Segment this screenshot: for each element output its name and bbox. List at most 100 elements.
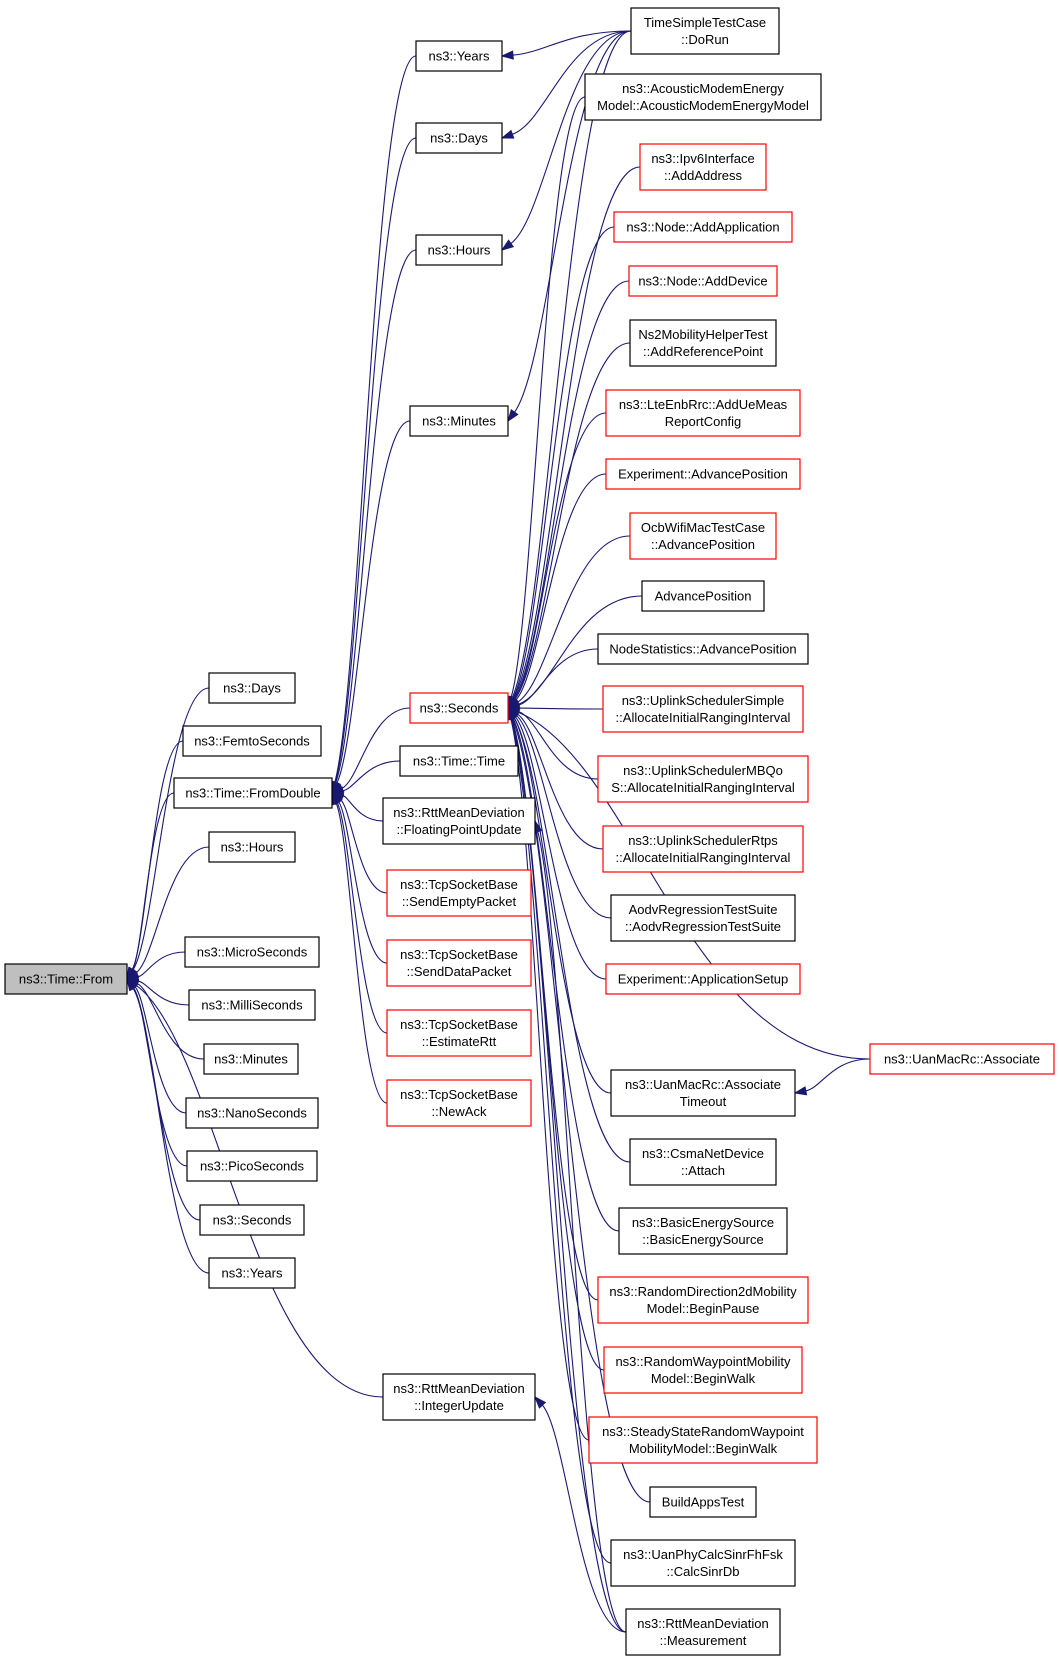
node-hours-l[interactable]: ns3::Hours [208,831,296,863]
node-from[interactable]: ns3::Time::From [4,963,128,995]
node-label: ::CalcSinrDb [667,1564,740,1579]
node-box [208,1257,296,1289]
node-pico[interactable]: ns3::PicoSeconds [186,1150,318,1182]
node-nano[interactable]: ns3::NanoSeconds [185,1097,319,1129]
node-aodv[interactable]: AodvRegressionTestSuite::AodvRegressionT… [610,894,796,942]
node-label: ns3::Minutes [214,1052,288,1067]
call-edge [512,30,632,56]
node-label: ns3::PicoSeconds [200,1159,305,1174]
node-ocb[interactable]: OcbWifiMacTestCase::AdvancePosition [629,512,777,560]
node-label: ns3::Days [223,681,281,696]
node-rtt-meas[interactable]: ns3::RttMeanDeviation::Measurement [625,1608,781,1656]
node-box [629,1138,777,1186]
node-box [629,319,777,367]
node-seconds-m[interactable]: ns3::Seconds [409,692,509,724]
node-ul-simple[interactable]: ns3::UplinkSchedulerSimple::AllocateInit… [602,685,804,733]
node-label: ns3::CsmaNetDevice [642,1146,764,1161]
node-seconds-l[interactable]: ns3::Seconds [199,1204,305,1236]
node-box [186,1150,318,1182]
node-years-l[interactable]: ns3::Years [208,1257,296,1289]
node-minutes-l[interactable]: ns3::Minutes [203,1043,299,1075]
node-box [208,831,296,863]
node-uan-assoc[interactable]: ns3::UanMacRc::Associate [869,1043,1055,1075]
node-box [4,963,128,995]
node-label: AodvRegressionTestSuite [629,902,778,917]
node-addapp[interactable]: ns3::Node::AddApplication [613,211,793,243]
node-ul-mbqos[interactable]: ns3::UplinkSchedulerMBQoS::AllocateIniti… [597,755,809,803]
call-edge [134,986,187,1114]
call-edge [541,1404,627,1633]
node-csma[interactable]: ns3::CsmaNetDevice::Attach [629,1138,777,1186]
node-ipv6[interactable]: ns3::Ipv6Interface::AddAddress [639,143,767,191]
node-adddev[interactable]: ns3::Node::AddDevice [628,265,778,297]
node-box [610,1539,796,1587]
call-edge [511,30,632,699]
node-rtt-fpu[interactable]: ns3::RttMeanDeviation::FloatingPointUpda… [382,797,536,845]
node-hours-m[interactable]: ns3::Hours [415,234,503,266]
node-box [597,633,809,665]
node-box [605,458,801,490]
node-tcp-ert[interactable]: ns3::TcpSocketBase::EstimateRtt [386,1009,532,1057]
node-label: Model::BeginPause [647,1301,760,1316]
node-label: MobilityModel::BeginWalk [629,1441,778,1456]
call-edge [135,846,210,974]
call-edge [137,980,190,1006]
node-label: Model::AcousticModemEnergyModel [597,98,809,113]
node-box [630,7,780,55]
node-box [382,797,536,845]
node-milli[interactable]: ns3::MilliSeconds [188,989,316,1021]
node-box [185,1097,319,1129]
node-tcp-sep[interactable]: ns3::TcpSocketBase::SendEmptyPacket [386,869,532,917]
node-exp-app[interactable]: Experiment::ApplicationSetup [605,963,801,995]
node-micro[interactable]: ns3::MicroSeconds [184,936,320,968]
node-rand2d[interactable]: ns3::RandomDirection2dMobilityModel::Beg… [597,1276,809,1324]
node-uanphy[interactable]: ns3::UanPhyCalcSinrFhFsk::CalcSinrDb [610,1539,796,1587]
node-advpos[interactable]: AdvancePosition [641,580,765,612]
node-label: ns3::Hours [428,243,491,258]
node-years-m[interactable]: ns3::Years [415,40,503,72]
call-edge [336,420,411,784]
node-label: ns3::NanoSeconds [197,1106,307,1121]
node-ns2mob[interactable]: Ns2MobilityHelperTest::AddReferencePoint [629,319,777,367]
node-label: ns3::Hours [221,840,284,855]
node-label: ns3::MilliSeconds [201,998,303,1013]
node-acoustic[interactable]: ns3::AcousticModemEnergyModel::AcousticM… [584,73,822,121]
node-days-l[interactable]: ns3::Days [208,672,296,704]
node-exp-adv[interactable]: Experiment::AdvancePosition [605,458,801,490]
call-edge [515,473,607,701]
node-fromdouble[interactable]: ns3::Time::FromDouble [173,777,333,809]
node-randwp[interactable]: ns3::RandomWaypointMobilityModel::BeginW… [603,1346,803,1394]
node-label: ns3::BasicEnergySource [632,1215,774,1230]
node-box [610,894,796,942]
node-label: ::DoRun [681,32,729,47]
node-label: Timeout [680,1094,727,1109]
node-ul-rtps[interactable]: ns3::UplinkSchedulerRtps::AllocateInitia… [602,825,804,873]
node-minutes-m[interactable]: ns3::Minutes [409,405,509,437]
call-edge [510,30,632,244]
node-tcp-newack[interactable]: ns3::TcpSocketBase::NewAck [386,1079,532,1127]
call-edge [511,718,605,1371]
node-box [602,825,804,873]
node-tcp-sdp[interactable]: ns3::TcpSocketBase::SendDataPacket [386,939,532,987]
node-nodestats[interactable]: NodeStatistics::AdvancePosition [597,633,809,665]
node-basicenergy[interactable]: ns3::BasicEnergySource::BasicEnergySourc… [618,1207,788,1255]
node-femto[interactable]: ns3::FemtoSeconds [182,725,322,757]
node-days-m[interactable]: ns3::Days [415,122,503,154]
call-edge [805,1058,871,1092]
node-box [603,1346,803,1394]
node-rtt-iu[interactable]: ns3::RttMeanDeviation::IntegerUpdate [382,1373,536,1421]
node-box [415,122,503,154]
node-label: OcbWifiMacTestCase [641,520,765,535]
node-label: S::AllocateInitialRangingInterval [611,780,795,795]
node-steady[interactable]: ns3::SteadyStateRandomWaypointMobilityMo… [588,1416,818,1464]
node-buildapps[interactable]: BuildAppsTest [649,1486,757,1518]
node-label: Experiment::AdvancePosition [618,467,788,482]
node-box [386,1079,532,1127]
node-timetime[interactable]: ns3::Time::Time [399,745,519,777]
node-label: ns3::UanMacRc::Associate [884,1052,1040,1067]
node-label: ::FloatingPointUpdate [396,822,521,837]
node-tstc[interactable]: TimeSimpleTestCase::DoRun [630,7,780,55]
call-edge [515,714,612,919]
